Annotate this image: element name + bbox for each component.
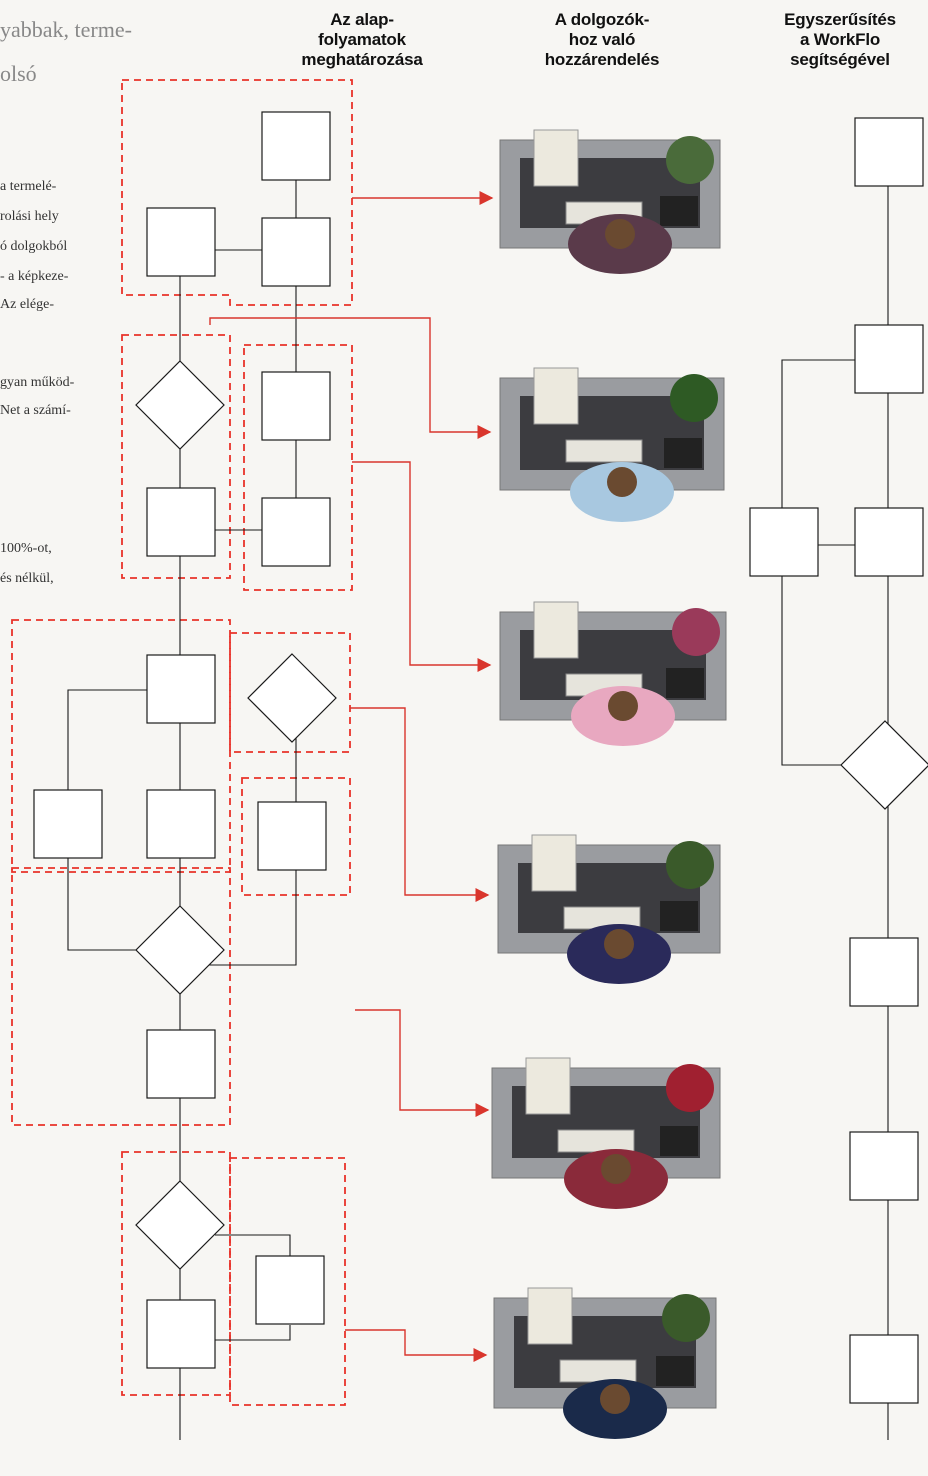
process-box xyxy=(147,488,215,556)
process-box xyxy=(147,208,215,276)
connector-line xyxy=(782,360,855,508)
potted-plant xyxy=(672,608,720,656)
computer-monitor xyxy=(534,602,578,658)
decision-diamond xyxy=(248,654,336,742)
telephone xyxy=(664,438,702,468)
assignment-arrow xyxy=(350,708,488,895)
assignment-arrow xyxy=(355,1010,488,1110)
assignment-arrow xyxy=(345,1330,486,1355)
process-box xyxy=(34,790,102,858)
process-box xyxy=(262,372,330,440)
process-box xyxy=(850,1132,918,1200)
computer-monitor xyxy=(532,835,576,891)
assignment-arrow xyxy=(352,462,490,665)
computer-monitor xyxy=(534,130,578,186)
potted-plant xyxy=(666,1064,714,1112)
decision-diamond xyxy=(136,906,224,994)
process-box xyxy=(258,802,326,870)
process-box xyxy=(855,508,923,576)
process-box xyxy=(850,1335,918,1403)
computer-monitor xyxy=(528,1288,572,1344)
worker-head xyxy=(607,467,637,497)
potted-plant xyxy=(662,1294,710,1342)
process-box xyxy=(850,938,918,1006)
potted-plant xyxy=(670,374,718,422)
process-box xyxy=(855,118,923,186)
decision-diamond xyxy=(136,1181,224,1269)
connector-line xyxy=(215,1325,290,1340)
computer-monitor xyxy=(526,1058,570,1114)
process-box xyxy=(256,1256,324,1324)
keyboard xyxy=(566,440,642,462)
worker-head xyxy=(605,219,635,249)
process-box xyxy=(262,112,330,180)
potted-plant xyxy=(666,136,714,184)
process-box xyxy=(147,655,215,723)
process-box xyxy=(147,1300,215,1368)
assignment-arrow xyxy=(210,318,490,432)
connector-line xyxy=(782,575,842,765)
decision-diamond xyxy=(136,361,224,449)
process-box xyxy=(262,218,330,286)
worker-head xyxy=(608,691,638,721)
potted-plant xyxy=(666,841,714,889)
process-box xyxy=(750,508,818,576)
telephone xyxy=(660,901,698,931)
decision-diamond xyxy=(841,721,928,809)
telephone xyxy=(666,668,704,698)
process-box xyxy=(147,1030,215,1098)
telephone xyxy=(660,1126,698,1156)
telephone xyxy=(660,196,698,226)
worker-head xyxy=(604,929,634,959)
keyboard xyxy=(558,1130,634,1152)
process-box xyxy=(147,790,215,858)
keyboard xyxy=(560,1360,636,1382)
process-box xyxy=(855,325,923,393)
computer-monitor xyxy=(534,368,578,424)
worker-head xyxy=(600,1384,630,1414)
process-box xyxy=(262,498,330,566)
worker-head xyxy=(601,1154,631,1184)
telephone xyxy=(656,1356,694,1386)
